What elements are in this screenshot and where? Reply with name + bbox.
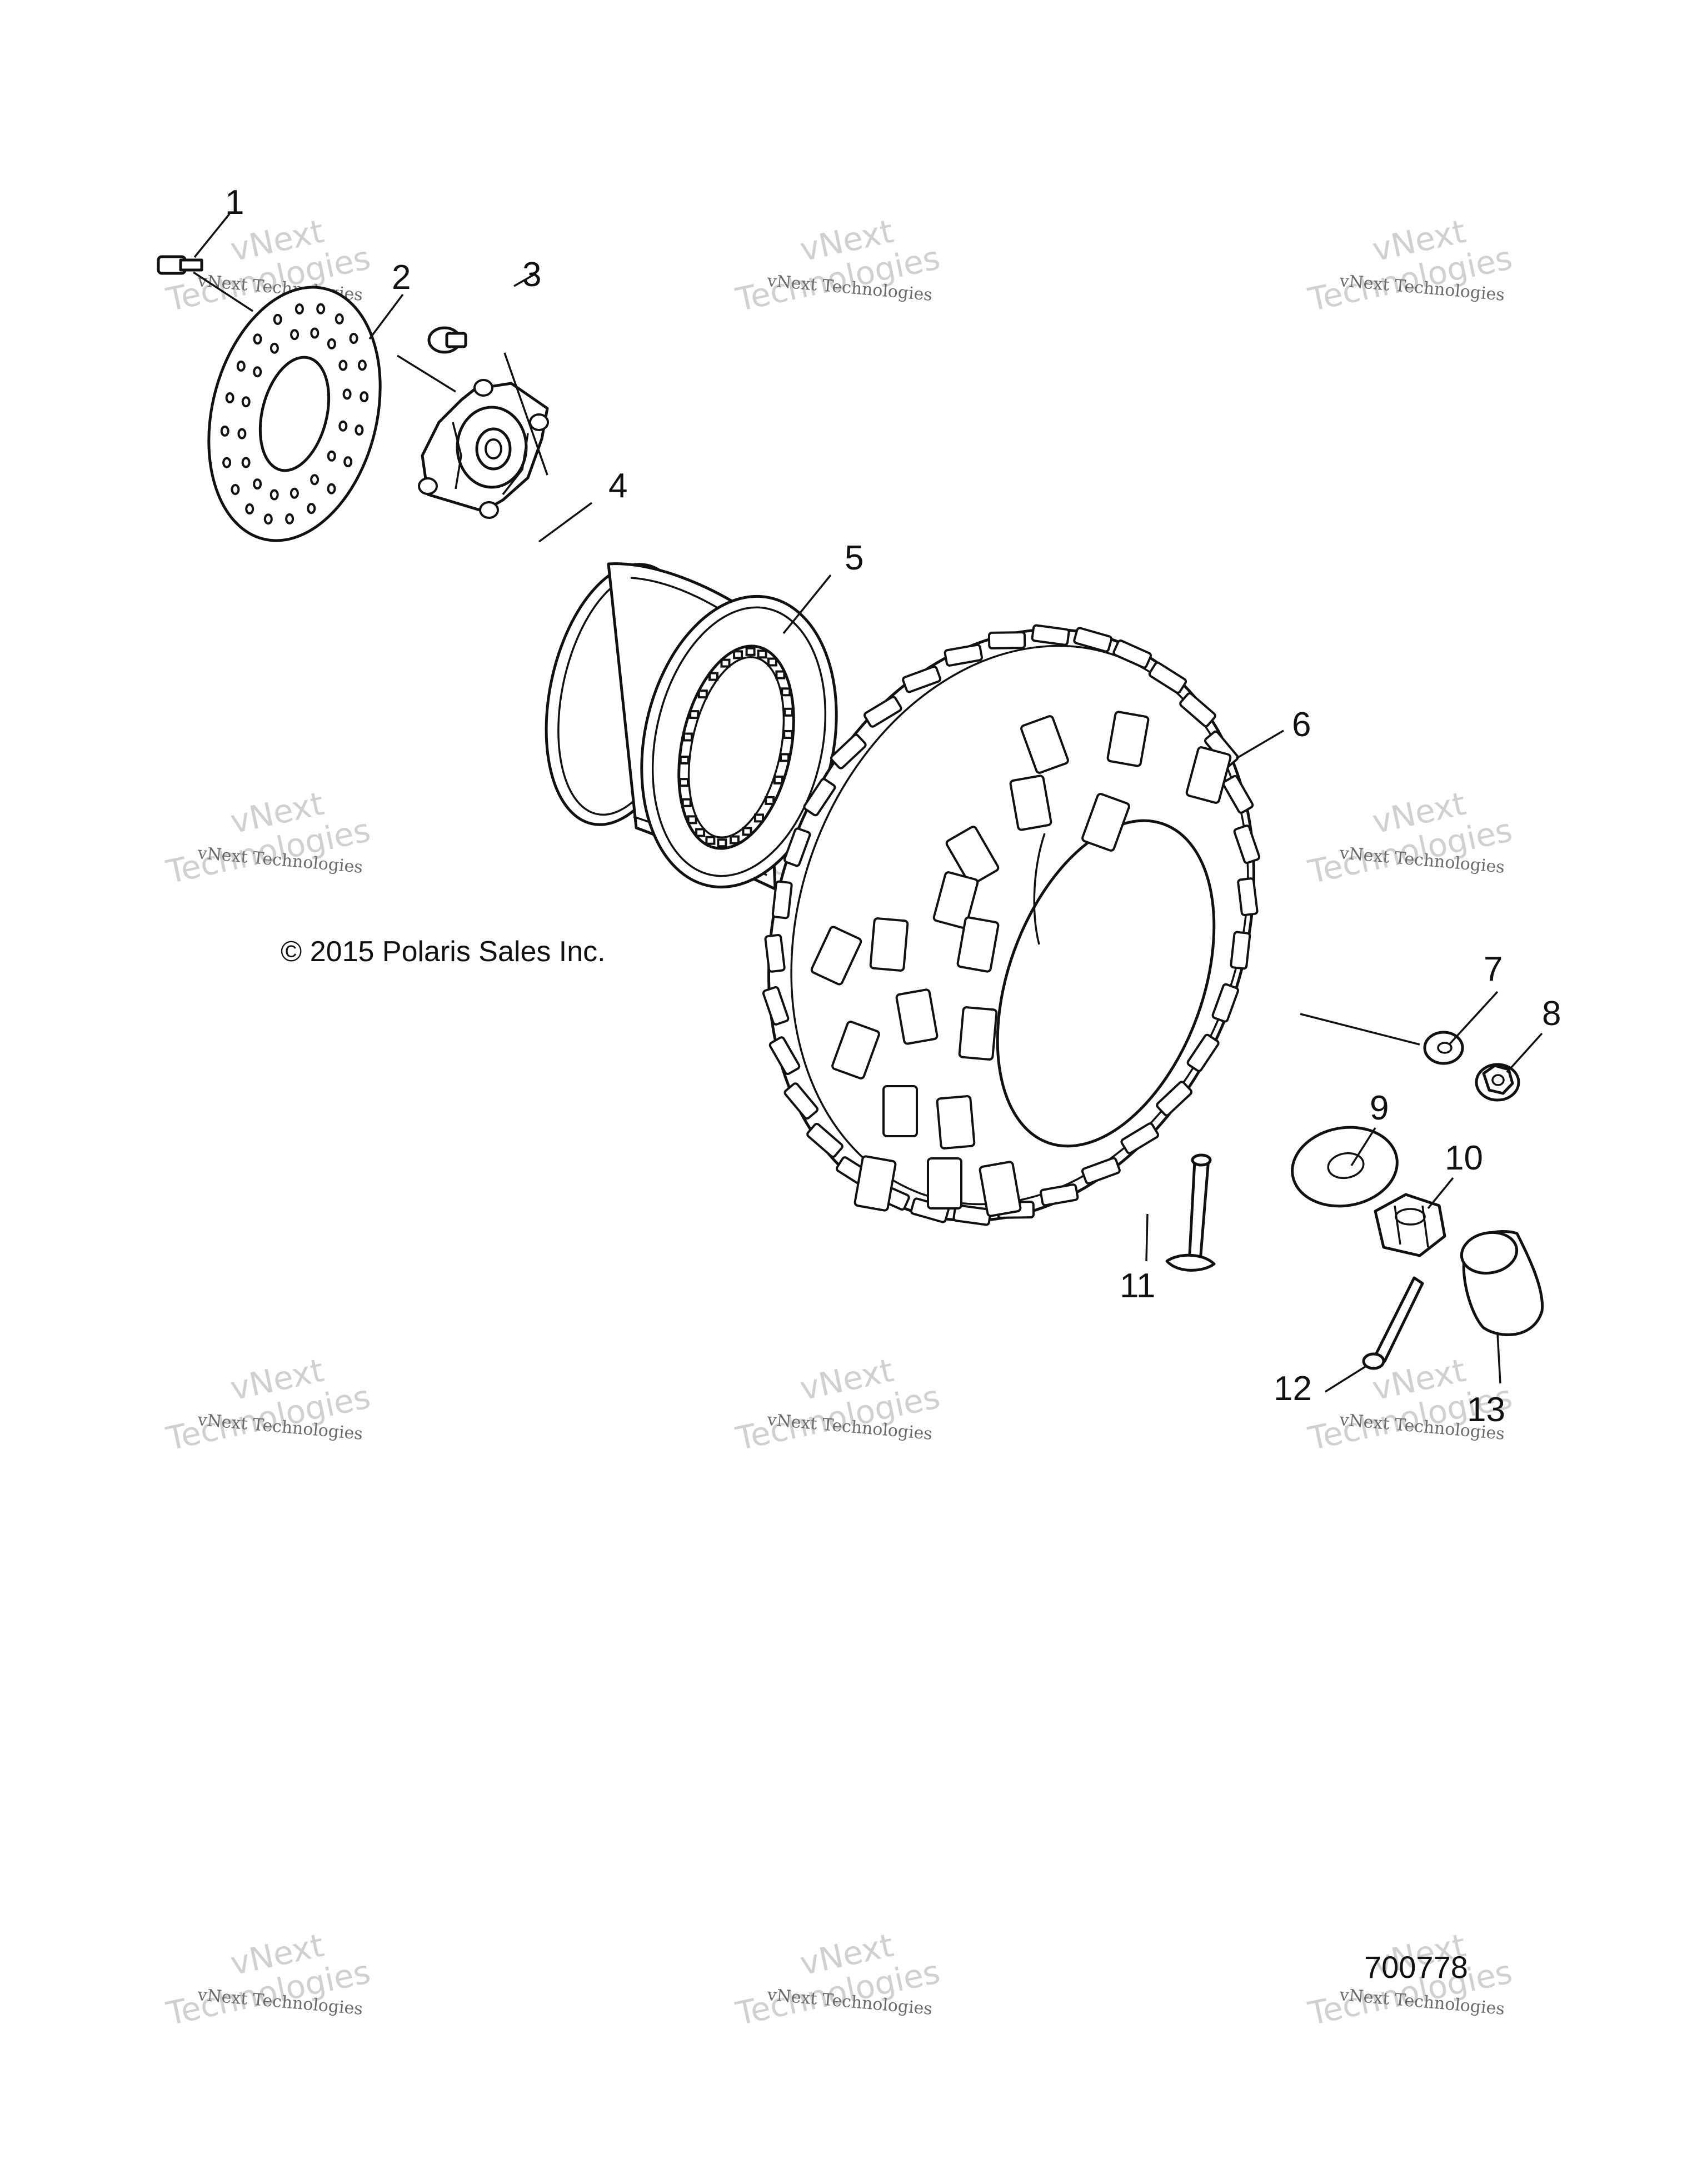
part-4-hub <box>418 379 549 519</box>
callout-1: 1 <box>225 183 244 222</box>
part-10-castle-nut <box>1374 1193 1446 1257</box>
leader-lines <box>193 213 1543 1393</box>
part-5-rim <box>545 562 838 891</box>
callout-4: 4 <box>608 467 627 505</box>
callout-8: 8 <box>1542 994 1561 1033</box>
callout-10: 10 <box>1445 1139 1483 1177</box>
callout-5: 5 <box>845 539 864 577</box>
callout-12: 12 <box>1274 1370 1312 1408</box>
callout-3: 3 <box>522 256 541 294</box>
callout-labels: 1 2 3 4 5 6 7 8 9 10 11 12 13 <box>225 183 1561 1429</box>
part-9-large-washer <box>1291 1126 1399 1208</box>
part-1-bolt <box>157 255 203 275</box>
part-6-tire <box>762 624 1261 1226</box>
part-12-cotter-pin <box>1362 1276 1424 1370</box>
part-11-valve-stem <box>1165 1153 1216 1272</box>
part-3-pin <box>427 326 467 354</box>
callout-11: 11 <box>1120 1267 1155 1305</box>
callout-7: 7 <box>1484 950 1503 988</box>
figure-number: 700778 <box>1364 1950 1468 1985</box>
callout-9: 9 <box>1370 1089 1389 1127</box>
copyright-notice: © 2015 Polaris Sales Inc. <box>281 936 606 968</box>
part-2-brake-disc <box>207 286 382 542</box>
part-13-hub-cap <box>1460 1230 1544 1336</box>
callout-6: 6 <box>1292 706 1311 744</box>
callout-2: 2 <box>392 258 411 297</box>
part-8-flange-nut <box>1475 1063 1520 1102</box>
callout-13: 13 <box>1467 1391 1505 1429</box>
